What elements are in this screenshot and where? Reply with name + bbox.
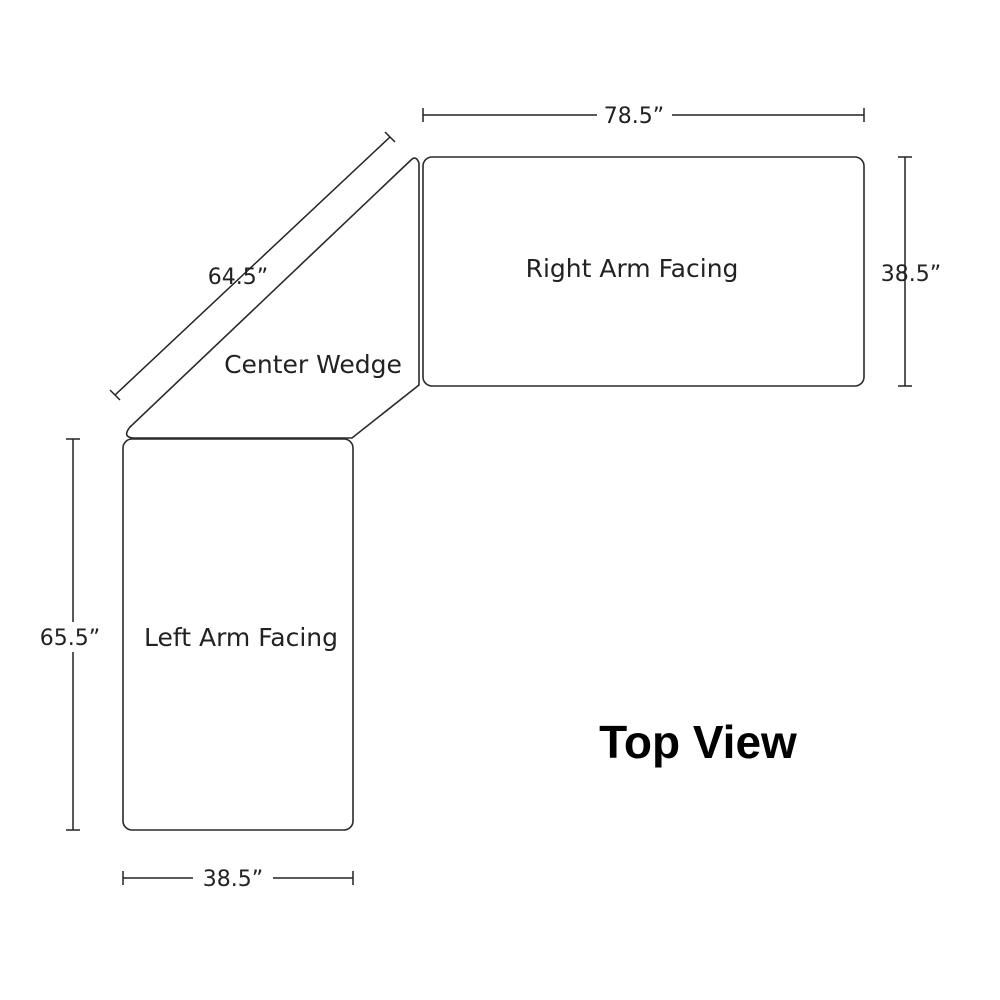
right-arm-facing-piece	[422, 156, 865, 387]
bottom-width-dimension: 38.5”	[122, 867, 354, 892]
wedge-length-label: 64.5”	[208, 265, 268, 290]
right-arm-facing-label: Right Arm Facing	[526, 254, 739, 283]
top-width-label: 78.5”	[604, 104, 664, 129]
wedge-length-dimension: 64.5”	[109, 131, 396, 401]
left-length-label: 65.5”	[40, 626, 100, 651]
top-width-dimension: 78.5”	[422, 104, 865, 129]
left-length-dimension: 65.5”	[40, 438, 106, 831]
left-arm-facing-label: Left Arm Facing	[144, 623, 338, 652]
bottom-width-label: 38.5”	[203, 867, 263, 892]
right-depth-label: 38.5”	[881, 262, 941, 287]
top-view-title: Top View	[599, 716, 797, 768]
left-arm-facing-piece	[122, 438, 354, 831]
right-depth-dimension: 38.5”	[881, 156, 941, 387]
center-wedge-label: Center Wedge	[224, 350, 402, 379]
center-wedge-piece	[125, 157, 420, 439]
